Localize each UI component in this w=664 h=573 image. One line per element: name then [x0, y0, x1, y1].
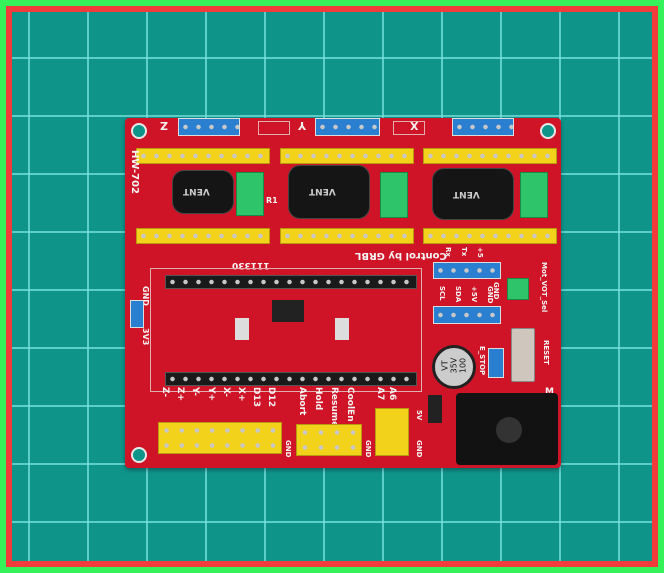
- resistor-label: R1: [266, 196, 278, 205]
- estop-label: E_STOP: [478, 346, 486, 376]
- dc-power-jack[interactable]: [456, 393, 558, 465]
- mount-hole: [131, 123, 147, 139]
- pad: [258, 121, 290, 135]
- pin-label: Abort: [297, 387, 307, 416]
- pin-label: Y-: [190, 387, 201, 396]
- cap-value: VT: [440, 360, 450, 371]
- driver-y-header-top: [280, 148, 414, 164]
- 5v-label: +5: [476, 247, 484, 258]
- pin-label: A7: [375, 387, 385, 401]
- mot-vot-sel-jumper[interactable]: [507, 278, 529, 300]
- microstep-jumper-x[interactable]: [520, 172, 548, 218]
- reset-label: RESET: [542, 340, 550, 365]
- pin-label: Z+: [175, 387, 186, 402]
- driver-z-header-top: [136, 148, 270, 164]
- y-axis-header: [315, 118, 380, 136]
- electrolytic-capacitor: VT 35V 100: [432, 345, 476, 389]
- sda-label: SDA: [454, 286, 462, 303]
- estop-header: [488, 348, 504, 378]
- cap-label: VENT: [183, 186, 210, 196]
- scl-label: SCL: [438, 286, 446, 301]
- pin-label: D13: [251, 387, 262, 407]
- pin-label: X+: [236, 387, 246, 402]
- pin-label: CoolEn: [345, 387, 355, 422]
- pin-labels: Z- Z+ Y- Y+ X- X+ D13 D12 Abort Hold Resume CoolEn A…: [160, 387, 580, 427]
- 5v-label: 5V: [415, 410, 423, 421]
- mount-hole: [540, 123, 556, 139]
- pin-label: Hold: [313, 387, 323, 411]
- jack-socket: [496, 417, 522, 443]
- m-label: M: [545, 387, 554, 397]
- 3v3-label: 3V3: [141, 328, 150, 346]
- limit-switch-header: [158, 422, 282, 454]
- pad: [393, 121, 425, 135]
- model-label: HW-702: [129, 150, 140, 194]
- mot-sel-label: Mot_VOT_Sel: [540, 262, 548, 313]
- microstep-jumper-y[interactable]: [380, 172, 408, 218]
- capacitor-y: VENT: [288, 165, 370, 219]
- control-header: [296, 424, 362, 456]
- mount-hole: [131, 447, 147, 463]
- capacitor-x: VENT: [432, 168, 514, 220]
- cap-label: VENT: [453, 189, 480, 199]
- cap-label: VENT: [309, 186, 336, 196]
- rx-label: Rx: [444, 247, 452, 257]
- microstep-jumper-z[interactable]: [236, 172, 264, 216]
- nano-header-bottom: [165, 372, 417, 386]
- capacitor-z: VENT: [172, 170, 234, 214]
- axis-label-y: Y: [298, 119, 306, 132]
- driver-y-header-bottom: [280, 228, 414, 244]
- gnd-label: GND: [284, 440, 292, 458]
- i2c-header: [433, 306, 501, 324]
- nano-header-top: [165, 275, 417, 289]
- tx-label: Tx: [460, 247, 468, 257]
- gnd-label: GND: [364, 440, 372, 458]
- reset-button[interactable]: [511, 328, 535, 382]
- analog-header: [375, 408, 409, 456]
- board-title: Control by GRBL: [355, 250, 447, 261]
- diode: [428, 395, 442, 423]
- x-axis-header: [452, 118, 514, 136]
- pin-label: A6: [387, 387, 397, 401]
- voltage-regulator: [272, 300, 304, 322]
- pin-label: Y+: [205, 387, 216, 402]
- cap-uf: 100: [458, 357, 468, 374]
- 5v-label: +5V: [470, 286, 478, 303]
- pin-label: D12: [266, 387, 277, 407]
- smd-capacitor: [335, 318, 349, 340]
- serial-header: [433, 262, 501, 279]
- pin-label: Z-: [160, 387, 170, 398]
- z-axis-header: [178, 118, 240, 136]
- smd-capacitor: [235, 318, 249, 340]
- pin-label: Resume: [329, 387, 339, 428]
- axis-label-z: Z: [160, 119, 168, 132]
- pin-label: X-: [220, 387, 231, 397]
- gnd-label: GND: [415, 440, 423, 458]
- gnd-label: GND: [486, 286, 494, 304]
- driver-x-header-top: [423, 148, 557, 164]
- power-header: [130, 300, 144, 328]
- driver-x-header-bottom: [423, 228, 557, 244]
- arduino-nano-outline: [150, 268, 422, 392]
- cap-voltage: 35V: [449, 357, 459, 374]
- driver-z-header-bottom: [136, 228, 270, 244]
